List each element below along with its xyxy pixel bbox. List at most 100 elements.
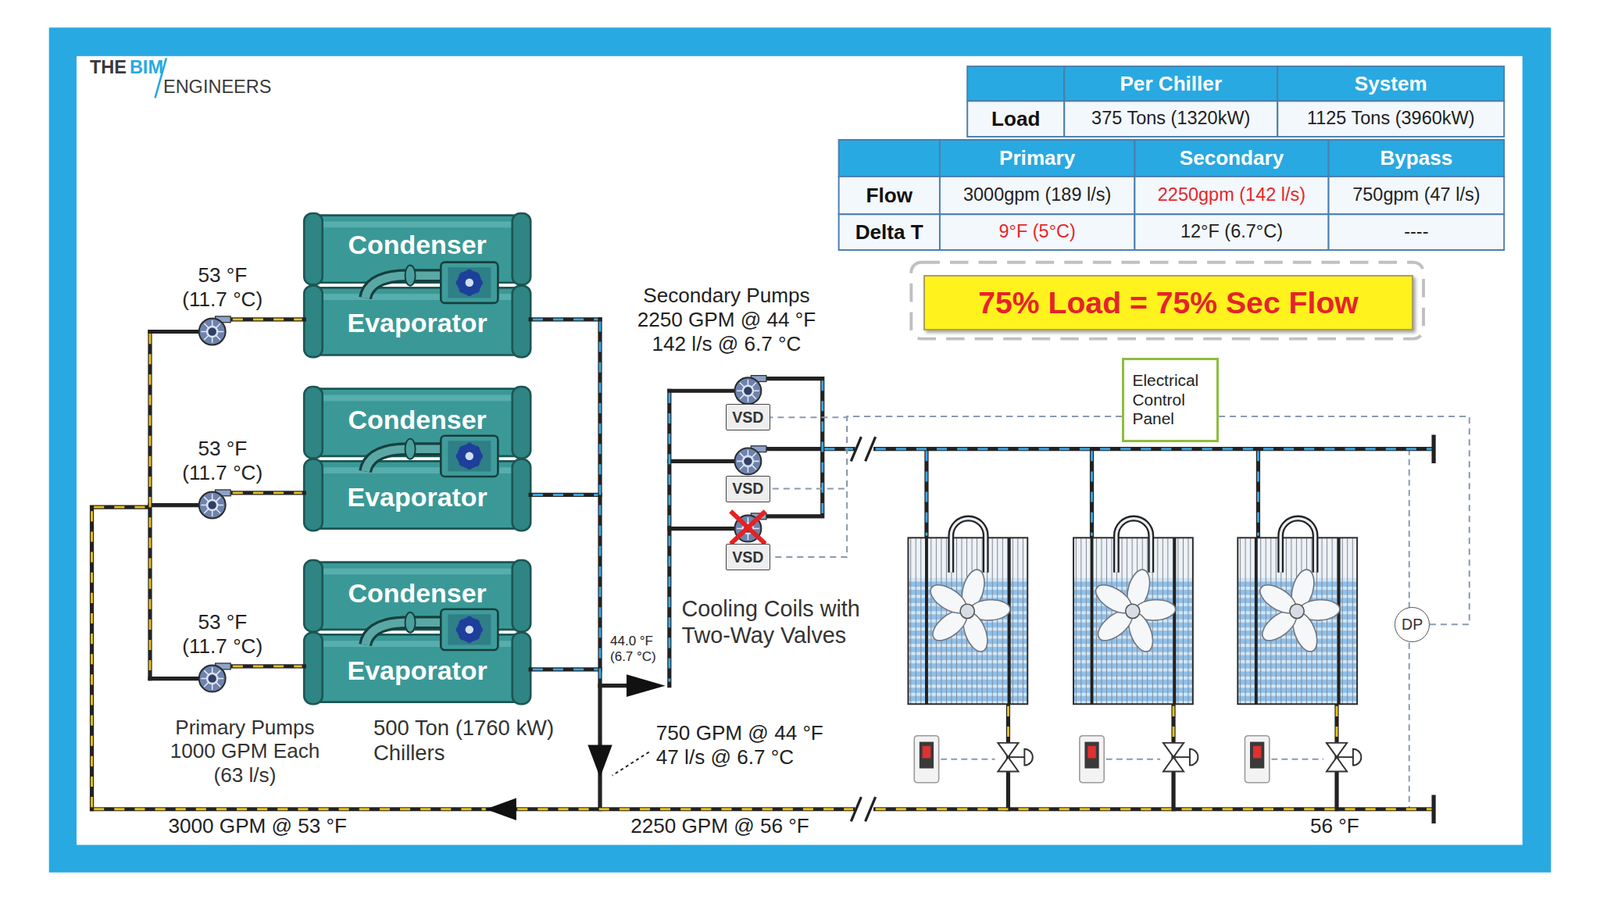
frame [76,56,1523,846]
data-table [839,66,1505,250]
pump-off-cross [730,510,765,544]
vsd-box: VSD [725,475,771,503]
data-table [1134,139,1329,177]
temperature-label: 53 °F (11.7 °C) [177,436,268,486]
supply-dashes [532,319,599,670]
evaporator-shell: Evaporator [330,652,504,688]
flow-arrows [485,674,666,821]
vsd-box: VSD [725,543,771,571]
table-cell: 1125 Tons (3960kW) [1277,100,1504,137]
data-table [839,139,940,177]
thermostats [1079,735,1104,783]
table-row-header: Delta T [839,214,940,250]
coils [907,518,1028,705]
pipes [597,319,602,810]
data-table [967,100,1065,137]
table-cell: 12°F (6.7°C) [1134,214,1329,250]
table-header: Primary [939,139,1135,177]
compressors [365,262,499,304]
highlight-box: 75% Load = 75% Sec Flow [923,275,1414,331]
pipes [530,319,600,670]
condenser-shell: Condenser [330,575,504,611]
pump-label: Primary Pumps 1000 GPM Each (63 l/s) [163,715,327,788]
valves [1163,742,1198,772]
pipes [926,449,1258,539]
compressors [365,435,499,477]
leader-line [612,752,650,776]
table-cell: 2250gpm (142 l/s) [1134,176,1329,215]
pumps [199,316,767,693]
vsd-label: VSD [732,408,764,427]
vsd-label: VSD [732,548,764,567]
table-cell: 3000gpm (189 l/s) [939,176,1135,215]
valves [1326,742,1361,772]
dp-sensor: DP [1394,607,1429,642]
data-table [839,176,940,215]
table-row-header: Load [967,100,1065,137]
table-header: Secondary [1134,139,1329,177]
flow-label: 2250 GPM @ 56 °F [630,814,810,839]
return-dashes [93,807,1432,811]
coils [1073,518,1193,705]
return-dashes [1007,706,1337,741]
condenser-shell: Condenser [330,401,504,437]
logo-text: BIM [129,57,164,79]
thermostats [914,735,939,783]
pipes [150,331,200,679]
flow-arrows [626,674,666,697]
pipes [669,390,736,529]
supply-dashes [824,447,1432,450]
pipes [92,319,1435,822]
chiller-label: 500 Ton (1760 kW) Chillers [373,715,567,767]
temperature-label: 53 °F (11.7 °C) [177,263,268,312]
evaporator-label: Evaporator [347,307,488,339]
highlight-text: 75% Load = 75% Sec Flow [978,285,1359,322]
table-row-header: Flow [839,176,940,215]
table-cell: 750gpm (47 l/s) [1328,176,1505,215]
valves [997,742,1361,772]
temperature-label: 44.0 °F (6.7 °C) [610,633,661,665]
pumps [734,446,766,475]
pipe-breaks [850,436,875,822]
flow-arrows [587,744,612,778]
control-wire [1218,416,1470,625]
coils [907,518,1358,705]
vsd-label: VSD [732,479,764,498]
supply-dashes [599,321,602,682]
condenser-shell: Condenser [330,227,504,263]
pipe-breaks [850,436,875,822]
table-cell: 9°F (5°C) [939,214,1135,250]
data-table [939,176,1135,215]
return-dashes [92,333,150,808]
pumps [734,375,766,405]
evaporator-shell: Evaporator [330,478,504,515]
vsd-box: VSD [725,403,771,431]
evaporator-label: Evaporator [347,481,488,513]
bypass-flow-label: 750 GPM @ 44 °F 47 l/s @ 6.7 °C [656,721,836,770]
data-table [1277,100,1504,137]
condenser-label: Condenser [348,577,487,609]
frame [49,27,1552,872]
compressors [365,609,499,650]
temperature-label: 53 °F (11.7 °C) [177,610,268,659]
table-cell: 375 Tons (1320kW) [1064,100,1278,137]
data-table [1064,100,1278,137]
supply-dashes [821,380,824,515]
control-panel-box: Electrical Control Panel [1121,357,1219,443]
highlight-outline [910,262,1424,340]
temperature-label: 56 °F [1310,814,1360,839]
pump-flow-label: Secondary Pumps 2250 GPM @ 44 °F 142 l/s… [628,283,825,356]
flow-label: 3000 GPM @ 53 °F [168,814,348,839]
pumps [199,489,231,519]
pipes [1007,703,1337,810]
highlight-outline [910,262,1424,340]
control-wire [770,416,1122,558]
flow-arrows [485,797,517,821]
data-table [1328,139,1505,177]
data-table [1134,176,1329,215]
table-cell: ---- [1328,214,1505,250]
logo-text: THE [89,57,127,79]
data-table [939,139,1135,177]
table-header: Per Chiller [1064,66,1278,101]
data-table [939,214,1135,250]
